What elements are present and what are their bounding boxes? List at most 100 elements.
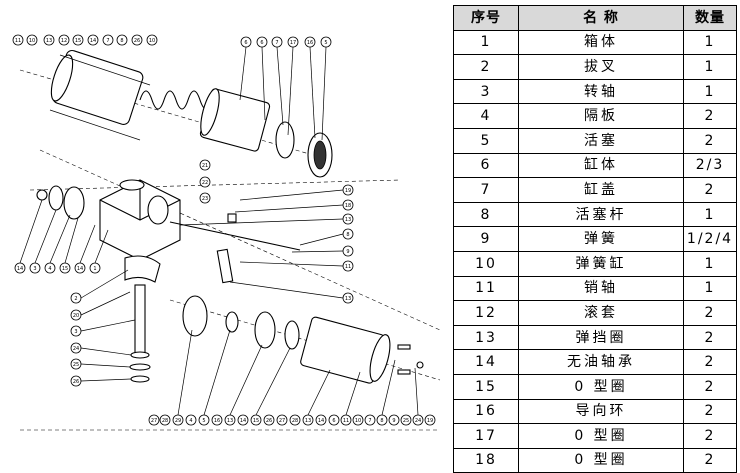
svg-text:7: 7 [368,418,371,424]
callouts-bottom: 27 28 29 4 5 16 13 14 15 26 27 28 13 14 … [148,329,436,426]
svg-text:16: 16 [214,418,220,424]
cell-qty: 2 [683,324,737,351]
cell-name: 0 型圈 [518,447,684,473]
cell-qty: 1 [683,78,737,105]
svg-text:14: 14 [77,266,83,272]
gearbox-housing [99,179,181,261]
svg-text:7: 7 [106,38,109,44]
svg-text:11: 11 [345,264,351,270]
svg-text:27: 27 [151,418,157,424]
washer-left [36,189,48,201]
cell-no: 10 [453,250,519,277]
svg-text:19: 19 [427,418,433,424]
cell-qty: 1 [683,54,737,80]
svg-text:3: 3 [74,329,77,335]
header-qty: 数量 [683,5,737,31]
cell-qty: 2/3 [683,152,737,179]
cell-name: 拔叉 [518,54,684,80]
cylinder-body-top [199,88,271,152]
svg-text:13: 13 [46,38,52,44]
cell-no: 4 [453,103,519,129]
cell-no: 2 [453,54,519,80]
svg-text:21: 21 [202,163,208,169]
svg-text:29: 29 [175,418,181,424]
cell-qty: 2 [683,177,737,203]
cell-qty: 2 [683,300,737,326]
svg-text:24: 24 [415,418,421,424]
svg-text:15: 15 [62,266,68,272]
end-cap-left [63,186,85,220]
svg-text:27: 27 [279,418,285,424]
svg-text:26: 26 [266,418,272,424]
svg-text:5: 5 [202,418,205,424]
cell-no: 3 [453,78,519,105]
piston-core [313,140,327,170]
cell-qty: 1 [683,29,737,56]
callouts-left: 2 20 3 24 25 26 [70,269,136,387]
svg-text:14: 14 [318,418,324,424]
svg-text:11: 11 [343,418,349,424]
svg-text:14: 14 [90,38,96,44]
svg-text:9: 9 [346,249,349,255]
cell-qty: 2 [683,127,737,154]
cell-name: 活塞 [518,127,684,154]
cell-no: 12 [453,300,519,326]
svg-text:15: 15 [75,38,81,44]
cell-qty: 2 [683,349,737,375]
svg-text:12: 12 [61,38,67,44]
callouts-top: 11 10 13 12 15 14 7 8 26 10 6 6 7 17 16 … [12,34,332,141]
cell-no: 14 [453,349,519,375]
svg-text:18: 18 [345,203,351,209]
svg-text:13: 13 [345,296,351,302]
svg-text:8: 8 [380,418,383,424]
svg-text:13: 13 [305,418,311,424]
spring-cylinder-left [49,49,151,141]
cell-name: 弹挡圈 [518,324,684,351]
cell-name: 活塞杆 [518,201,684,228]
exploded-assembly-drawing: 11 10 13 12 15 14 7 8 26 10 6 6 7 17 16 … [12,34,441,431]
svg-text:5: 5 [324,40,327,46]
svg-text:10: 10 [149,38,155,44]
svg-text:7: 7 [275,40,278,46]
piston-rod [169,213,301,284]
svg-text:25: 25 [73,362,79,368]
cell-no: 18 [453,447,519,473]
svg-text:25: 25 [403,418,409,424]
axis-line [29,179,401,191]
cell-no: 15 [453,373,519,400]
cell-qty: 1 [683,201,737,228]
cell-qty: 2 [683,373,737,400]
cylinder-body-right [300,316,391,384]
svg-text:13: 13 [227,418,233,424]
svg-text:10: 10 [29,38,35,44]
cell-no: 11 [453,275,519,302]
cell-qty: 2 [683,423,737,449]
callouts-left-row: 14 3 4 15 14 1 [14,199,109,274]
svg-text:24: 24 [73,346,79,352]
svg-text:6: 6 [332,418,335,424]
bolt-set [397,344,424,375]
cell-name: 缸体 [518,152,684,179]
svg-text:16: 16 [307,40,313,46]
cell-qty: 2 [683,447,737,473]
cell-qty: 2 [683,398,737,425]
cell-name: 销轴 [518,275,684,302]
header-name: 名 称 [518,5,684,31]
cell-no: 6 [453,152,519,179]
seal-left [48,185,64,211]
cell-no: 1 [453,29,519,56]
svg-text:6: 6 [260,40,263,46]
cell-name: 箱体 [518,29,684,56]
cell-no: 9 [453,226,519,252]
svg-text:8: 8 [120,38,123,44]
cell-no: 17 [453,423,519,449]
cell-name: 弹簧缸 [518,250,684,277]
